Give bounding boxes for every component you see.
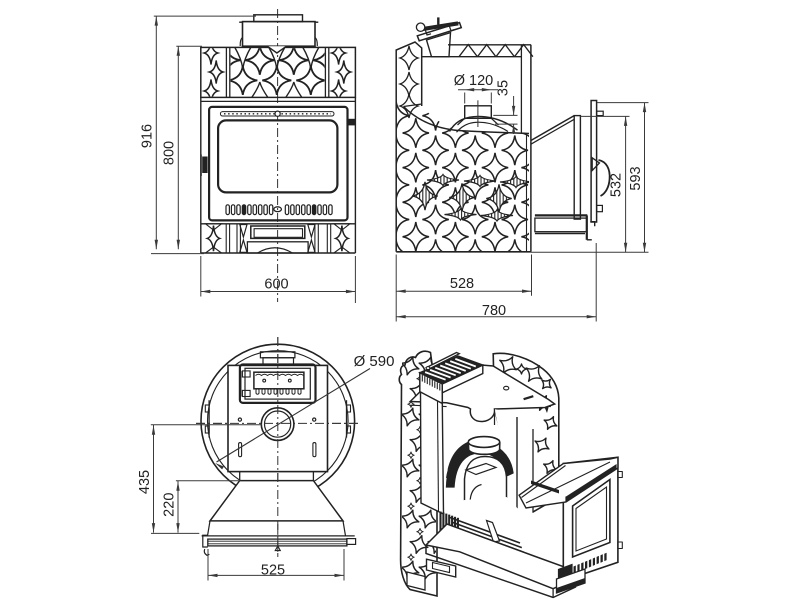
svg-text:593: 593 xyxy=(628,166,644,190)
svg-text:220: 220 xyxy=(161,493,177,517)
svg-text:Ø 590: Ø 590 xyxy=(354,353,395,370)
svg-text:435: 435 xyxy=(137,470,153,494)
svg-text:528: 528 xyxy=(450,276,474,292)
svg-text:916: 916 xyxy=(140,124,156,148)
svg-text:Ø 120: Ø 120 xyxy=(454,73,494,89)
svg-text:800: 800 xyxy=(162,141,178,165)
svg-text:532: 532 xyxy=(608,173,624,197)
svg-text:35: 35 xyxy=(496,80,512,96)
svg-text:525: 525 xyxy=(261,563,285,579)
svg-text:780: 780 xyxy=(482,303,506,319)
svg-text:600: 600 xyxy=(264,276,288,292)
